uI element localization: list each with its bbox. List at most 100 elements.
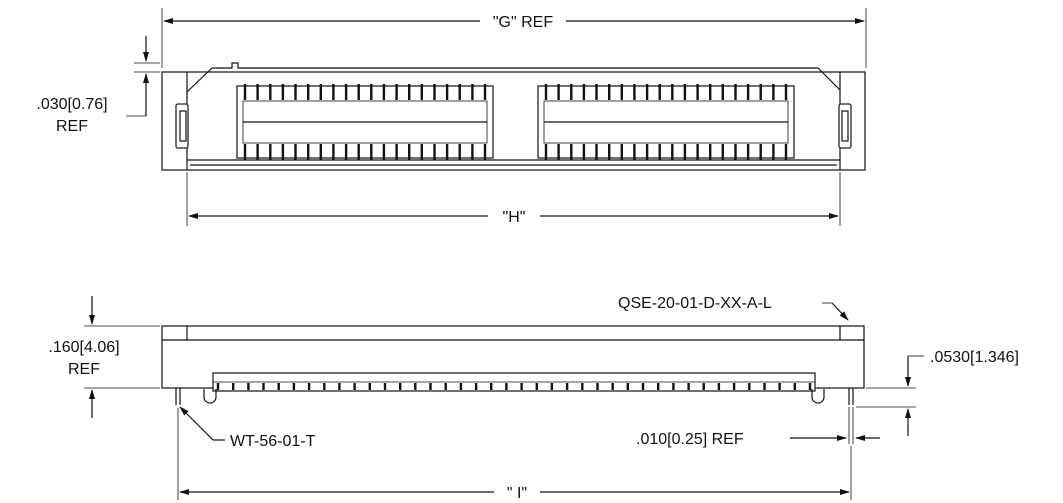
pin-contact — [570, 144, 573, 160]
pin-contact — [746, 84, 750, 100]
pin-contact — [746, 144, 750, 160]
pin-contact — [408, 144, 411, 160]
pin-contact — [490, 383, 493, 390]
callout-bracket-part-label: WT-56-01-T — [230, 433, 316, 450]
pin-contact — [772, 84, 775, 100]
pin-contact — [247, 383, 250, 390]
pin-contact — [294, 144, 297, 160]
dimension-pin-standoff: .0530[1.346] — [856, 349, 1019, 436]
pin-bank-left — [236, 84, 494, 160]
pin-contact — [672, 383, 675, 390]
pin-contact — [483, 144, 487, 160]
dim-pin-thickness-label: .010[0.25] REF — [636, 431, 744, 448]
pin-contact — [717, 383, 721, 390]
pin-contact — [382, 84, 386, 100]
pin-contact — [370, 144, 373, 160]
pin-contact — [458, 144, 461, 160]
pin-contact — [383, 383, 387, 390]
pin-contact — [582, 144, 586, 160]
pin-contact — [445, 144, 449, 160]
pin-contact — [620, 144, 623, 160]
pin-contact — [808, 383, 812, 390]
pin-contact — [633, 144, 636, 160]
pin-contact — [550, 383, 554, 390]
pin-contact — [702, 383, 705, 390]
dim-top-offset-line2: REF — [56, 118, 88, 135]
pin-contact — [323, 383, 326, 390]
pin-contact — [557, 144, 560, 160]
pin-contact — [793, 383, 796, 390]
pin-contact — [332, 84, 335, 100]
pin-contact — [611, 383, 614, 390]
pin-contact — [696, 144, 699, 160]
pin-contact — [474, 383, 478, 390]
pin-contact — [544, 84, 548, 100]
pin-contact — [570, 84, 573, 100]
dim-height-line1: .160[4.06] — [48, 339, 119, 356]
pin-contact — [458, 84, 461, 100]
pin-contact — [414, 383, 417, 390]
pin-contact — [595, 84, 598, 100]
pin-contact — [772, 144, 775, 160]
pin-contact — [269, 84, 272, 100]
pin-contact — [645, 84, 649, 100]
pin-contact — [399, 383, 402, 390]
pin-contact — [658, 144, 661, 160]
pin-contact — [778, 383, 781, 390]
pin-contact — [216, 383, 220, 390]
pin-contact — [763, 383, 766, 390]
pin-contact — [262, 383, 265, 390]
pin-contact — [645, 144, 649, 160]
pin-contact — [471, 144, 474, 160]
pin-contact — [353, 383, 356, 390]
pin-contact — [683, 84, 687, 100]
pin-contact — [784, 84, 788, 100]
pin-contact — [595, 144, 598, 160]
pin-contact — [626, 383, 629, 390]
pin-contact — [433, 84, 436, 100]
pin-contact — [608, 84, 611, 100]
pin-contact — [671, 84, 674, 100]
pin-contact — [683, 144, 687, 160]
dimension-h: "H" — [186, 172, 841, 226]
pin-contact — [483, 84, 487, 100]
pin-contact — [748, 383, 751, 390]
pin-contact — [243, 84, 247, 100]
pin-contact — [370, 84, 373, 100]
pin-contact — [671, 144, 674, 160]
dimension-i: " I" — [177, 408, 852, 502]
pin-contact — [256, 144, 259, 160]
pin-contact — [759, 144, 762, 160]
dim-height-line2: REF — [68, 361, 100, 378]
pin-contact — [344, 84, 348, 100]
pin-contact — [620, 84, 623, 100]
pin-contact — [319, 84, 322, 100]
pin-contact — [641, 383, 645, 390]
pin-contact — [734, 144, 737, 160]
pin-contact — [709, 84, 712, 100]
pin-contact — [344, 144, 348, 160]
pin-contact — [420, 84, 423, 100]
pin-contact — [687, 383, 690, 390]
pin-contact — [732, 383, 736, 390]
pin-contact — [544, 144, 548, 160]
pin-contact — [307, 144, 310, 160]
pin-contact — [784, 144, 788, 160]
pin-contact — [445, 84, 449, 100]
pin-contact — [709, 144, 712, 160]
pin-contact — [459, 383, 463, 390]
pin-contact — [433, 144, 436, 160]
pin-contact — [319, 144, 322, 160]
pin-contact — [429, 383, 432, 390]
pin-contact — [332, 144, 335, 160]
pin-contact — [281, 84, 285, 100]
pin-contact — [557, 84, 560, 100]
dim-top-offset-line1: .030[0.76] — [36, 96, 107, 113]
pin-contact — [395, 144, 398, 160]
pin-contact — [658, 84, 661, 100]
pin-contact — [256, 84, 259, 100]
pin-contact — [294, 84, 297, 100]
callout-connector-part: QSE-20-01-D-XX-A-L — [618, 295, 849, 321]
pin-contact — [520, 383, 523, 390]
